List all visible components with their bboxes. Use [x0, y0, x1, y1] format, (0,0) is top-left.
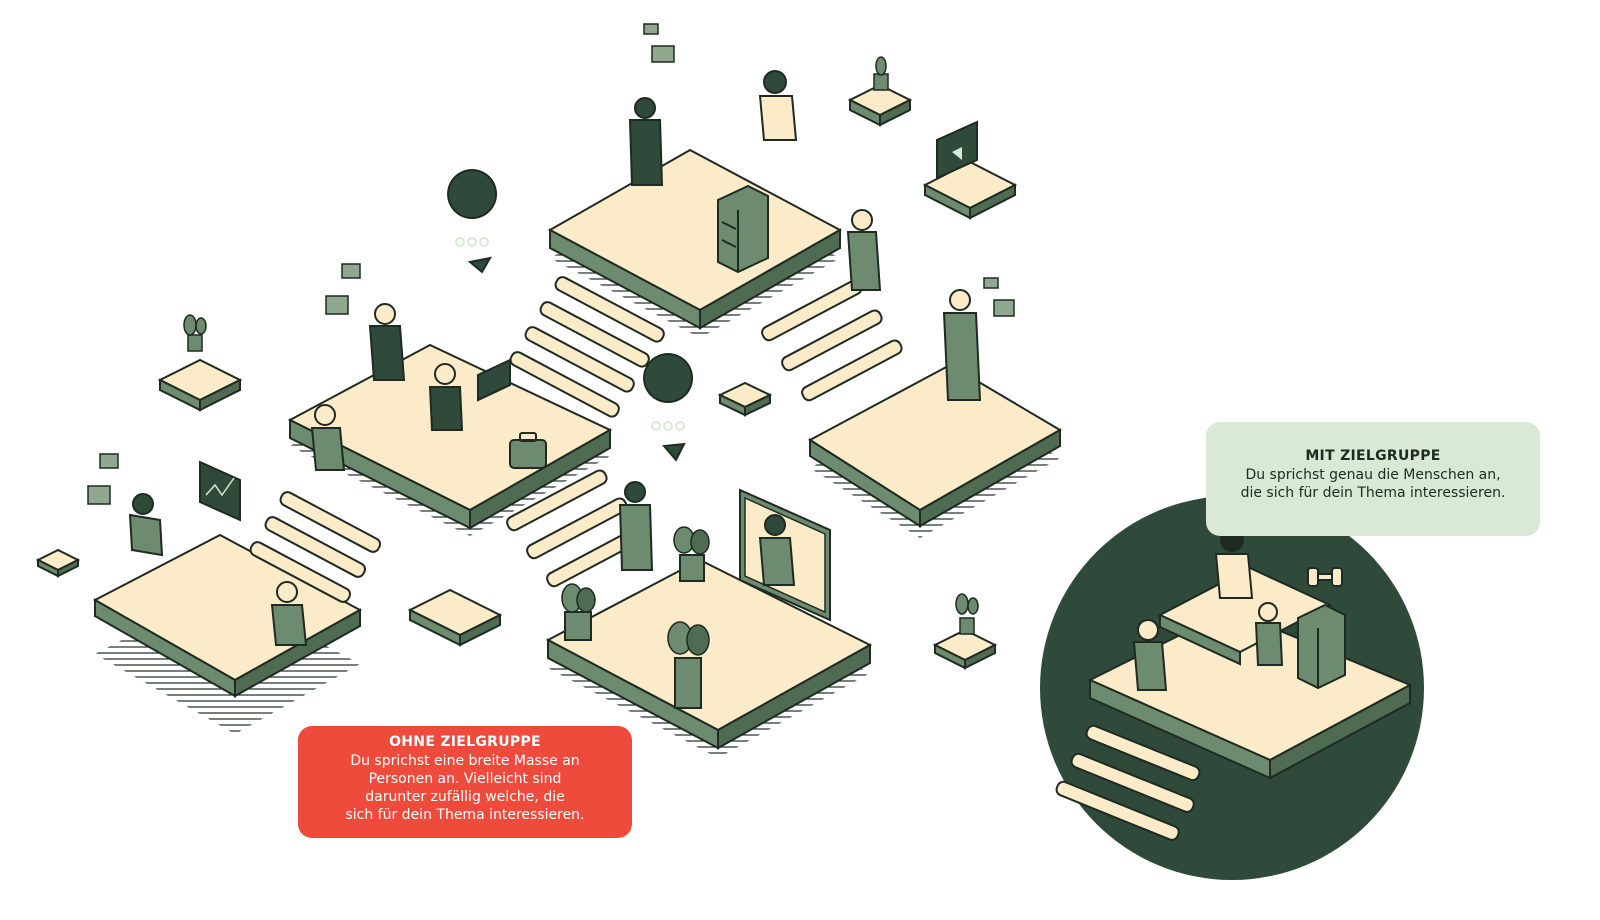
person-coat-briefcase	[942, 289, 982, 401]
person-circle-running	[1132, 619, 1168, 691]
person-laptop-sitting	[270, 581, 308, 646]
stairs-center	[509, 276, 665, 418]
small-block	[407, 588, 503, 647]
monitor-icon	[199, 460, 241, 522]
chat-bubble-icon	[643, 23, 675, 63]
target-group-circle	[1040, 496, 1424, 880]
briefcase-icon	[509, 432, 547, 469]
person-carrying-papers	[846, 209, 882, 291]
callout-without-target-group: OHNE ZIELGRUPPE Du sprichst eine breite …	[298, 726, 632, 838]
small-block	[847, 83, 913, 127]
callout-with-target-group: MIT ZIELGRUPPE Du sprichst genau die Men…	[1206, 422, 1540, 536]
person-bench-laptop	[758, 514, 796, 586]
person-circle-girl	[1254, 602, 1284, 666]
small-block	[932, 628, 998, 670]
callout-ohne-line: darunter zufällig welche, die	[365, 789, 565, 805]
dumbbell-icon	[1307, 567, 1343, 587]
person-woman-sitting	[368, 303, 406, 381]
plant-icon	[561, 583, 596, 641]
callout-mit-line: Du sprichst genau die Menschen an,	[1245, 467, 1501, 483]
monitor-icon	[936, 120, 978, 180]
callout-mit-line: die sich für dein Thema interessieren.	[1240, 485, 1506, 501]
filing-cabinet-icon	[1297, 603, 1346, 690]
speech-bubble-dots-icon	[447, 169, 498, 274]
person-top-tablet	[628, 97, 664, 186]
small-block	[157, 358, 243, 412]
callout-ohne-line: sich für dein Thema interessieren.	[345, 807, 585, 823]
plant-icon	[955, 593, 979, 635]
chat-bubble-icon	[87, 453, 119, 505]
platform-right	[808, 363, 1062, 538]
chat-bubble-icon	[983, 277, 1015, 317]
laptop-icon	[477, 358, 511, 402]
person-top-sitting	[758, 70, 798, 141]
platform-desk-left	[92, 533, 363, 734]
callout-ohne-line: Du sprichst eine breite Masse an	[350, 753, 580, 769]
plant-icon	[667, 621, 710, 709]
plant-icon	[183, 314, 207, 352]
platform-bottom-center	[545, 488, 873, 758]
plant-icon	[673, 526, 710, 582]
person-desk-worker	[128, 493, 164, 557]
stairs-right	[761, 279, 903, 402]
chat-bubble-icon	[325, 263, 361, 315]
person-running	[310, 404, 346, 471]
small-block	[35, 548, 81, 578]
person-woman-desk	[428, 363, 464, 431]
callout-ohne-title: OHNE ZIELGRUPPE	[389, 734, 541, 750]
filing-cabinet-icon	[717, 184, 769, 274]
small-block	[717, 381, 773, 417]
stairs-left	[249, 491, 382, 603]
callout-mit-title: MIT ZIELGRUPPE	[1305, 448, 1441, 464]
speech-bubble-dots-icon	[643, 353, 694, 462]
callout-ohne-line: Personen an. Vielleicht sind	[368, 771, 562, 787]
person-standing-selfie	[618, 481, 654, 571]
plant-icon	[873, 56, 889, 91]
